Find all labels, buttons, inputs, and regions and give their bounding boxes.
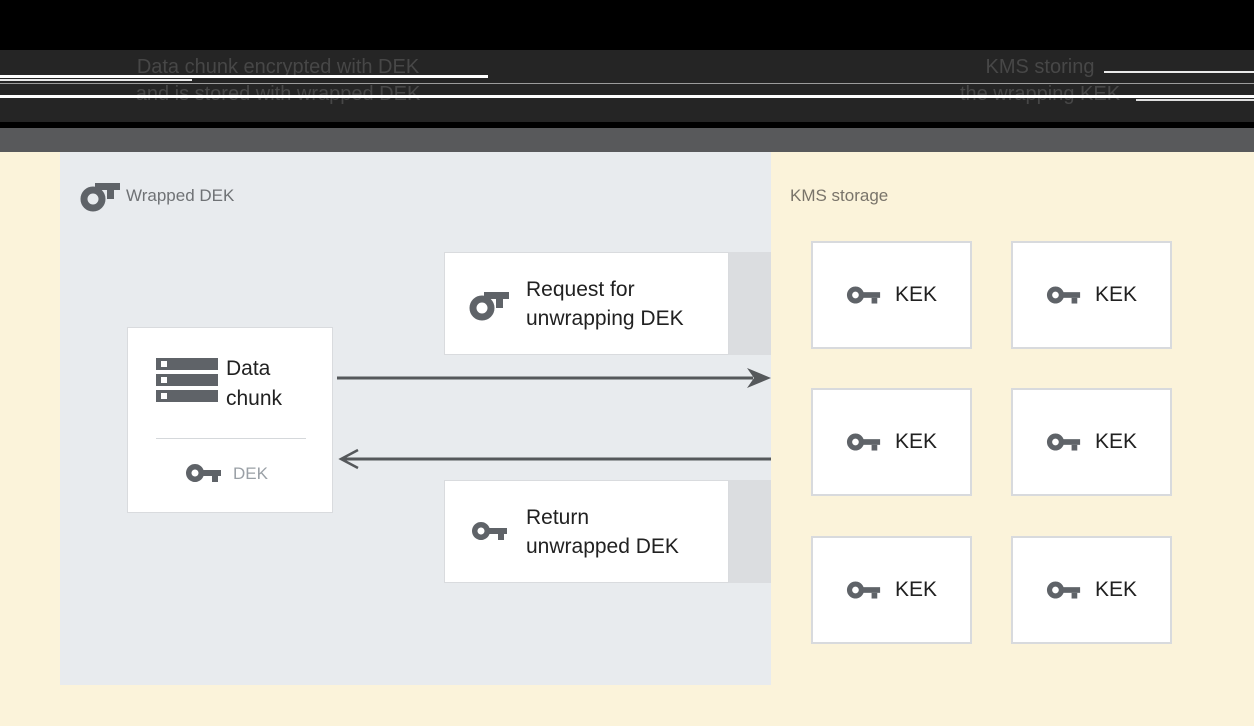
request-box-strip: [729, 252, 771, 355]
kek-box: KEK: [811, 536, 972, 644]
kek-label: KEK: [1094, 578, 1138, 601]
request-line2: unwrapping DEK: [526, 306, 684, 330]
return-arrow: [338, 448, 771, 470]
kek-label: KEK: [894, 430, 938, 453]
return-line1: Return: [526, 505, 590, 529]
glitch-line: [0, 83, 1254, 84]
request-arrow: [337, 368, 771, 388]
caption-left-line2: and is stored with wrapped DEK: [135, 83, 421, 105]
data-box-divider: [156, 438, 306, 439]
key-outline-icon: [469, 292, 509, 321]
data-chunk-title: Data chunk: [226, 354, 282, 414]
thin-black-divider: [0, 122, 1254, 128]
caption-left-line1: Data chunk encrypted with DEK: [136, 56, 420, 78]
key-solid-icon: [186, 464, 221, 482]
glitch-line: [1104, 71, 1254, 73]
key-solid-icon: [1046, 286, 1081, 304]
return-box-strip: [729, 480, 771, 583]
dek-label: DEK: [233, 464, 268, 483]
kms-storage-label: KMS storage: [790, 186, 889, 205]
key-solid-icon: [846, 581, 881, 599]
data-chunk-box: Data chunk DEK: [127, 327, 333, 513]
key-outline-icon: [80, 183, 120, 212]
key-solid-icon: [1046, 581, 1081, 599]
wrapped-dek-label: Wrapped DEK: [126, 186, 235, 205]
data-chunk-icon: [156, 358, 218, 402]
top-black-band: [0, 0, 1254, 50]
return-unwrapped-box: Return unwrapped DEK: [444, 480, 729, 583]
kek-box: KEK: [811, 388, 972, 496]
key-solid-icon: [846, 433, 881, 451]
gray-divider-bar: [0, 128, 1254, 152]
kek-box: KEK: [1011, 536, 1172, 644]
return-box-text: Return unwrapped DEK: [526, 503, 679, 561]
kek-box: KEK: [1011, 241, 1172, 349]
caption-right-line1: KMS storing: [985, 56, 1095, 78]
key-solid-icon: [472, 522, 507, 540]
kek-label: KEK: [1094, 430, 1138, 453]
kek-label: KEK: [1094, 283, 1138, 306]
key-solid-icon: [846, 286, 881, 304]
data-chunk-line2: chunk: [226, 387, 283, 410]
request-box-text: Request for unwrapping DEK: [526, 275, 684, 333]
caption-left: Data chunk encrypted with DEK and is sto…: [68, 54, 488, 108]
kek-label: KEK: [894, 578, 938, 601]
caption-right: KMS storing the wrapping KEK: [910, 54, 1170, 108]
request-unwrap-box: Request for unwrapping DEK: [444, 252, 729, 355]
kek-box: KEK: [811, 241, 972, 349]
key-solid-icon: [1046, 433, 1081, 451]
glitch-line: [0, 79, 192, 81]
kek-box: KEK: [1011, 388, 1172, 496]
glitch-line: [1136, 99, 1254, 101]
glitch-line: [0, 75, 488, 78]
kek-label: KEK: [894, 283, 938, 306]
glitch-line: [0, 95, 1254, 98]
dark-caption-band: [0, 50, 1254, 122]
request-line1: Request for: [526, 277, 635, 301]
caption-right-line2: the wrapping KEK: [959, 83, 1121, 105]
data-chunk-line1: Data: [226, 357, 271, 380]
return-line2: unwrapped DEK: [526, 534, 679, 558]
